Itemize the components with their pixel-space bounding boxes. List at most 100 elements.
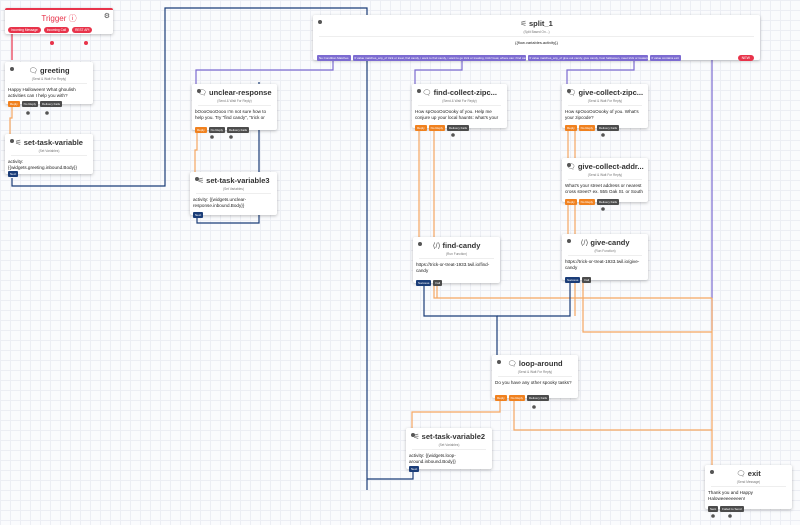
- reply-port[interactable]: Reply: [495, 395, 507, 401]
- split-1-widget[interactable]: ⚟split_1 (Split Based On...) {{flow.vari…: [313, 15, 760, 61]
- delivery-fails-port[interactable]: Delivery Fails: [597, 125, 620, 131]
- loop-around-widget[interactable]: 🗨loop-around (Send & Wait For Reply) Do …: [492, 355, 578, 401]
- no-reply-port[interactable]: No Reply: [578, 199, 596, 205]
- widget-body: activity: {{widgets.loop-around.inbound.…: [409, 453, 456, 464]
- widget-type: (Send & Wait For Reply): [11, 77, 87, 84]
- widget-type: (Run Function): [568, 249, 642, 256]
- trigger-widget[interactable]: Trigger ⓘ ⚙ Incoming Message Incoming Ca…: [5, 8, 113, 34]
- find-collect-zip-widget[interactable]: 🗨find-collect-zipc... (Send & Wait For R…: [412, 84, 507, 131]
- widget-type: (Set Variables): [196, 187, 271, 194]
- variable-icon: ⚟: [197, 176, 205, 185]
- wire-split-find: [414, 60, 463, 84]
- widget-title: loop-around: [518, 359, 563, 368]
- wire-greeting-reply: [9, 105, 13, 134]
- wire-set-task3-next: [196, 82, 260, 224]
- widget-body: bOooOooOooo I'm not sure how to help you…: [195, 109, 267, 120]
- no-reply-port[interactable]: No Reply: [208, 127, 226, 133]
- delivery-fails-port[interactable]: Delivery Fails: [597, 199, 620, 205]
- next-port[interactable]: Next: [193, 212, 204, 218]
- fail-port[interactable]: Fail: [582, 277, 592, 283]
- widget-type: (Split Based On...): [319, 30, 754, 37]
- delivery-fails-port[interactable]: Delivery Fails: [40, 101, 63, 107]
- trigger-incoming-call[interactable]: Incoming Call: [43, 27, 70, 33]
- widget-body: Do you have any other spooky tasks?: [495, 380, 572, 385]
- failed-to-send-port[interactable]: Failed to Send: [720, 506, 744, 512]
- widget-body: Thank you and Happy Haloweeeeeeeen!: [708, 490, 753, 501]
- widget-type: (Send Message): [711, 480, 786, 487]
- wire-give-candy-success: [497, 280, 571, 317]
- widget-title: exit: [747, 469, 761, 478]
- no-reply-port[interactable]: No Reply: [21, 101, 39, 107]
- new-transition-button[interactable]: NEW: [737, 55, 754, 61]
- no-reply-port[interactable]: No Reply: [578, 125, 596, 131]
- wire-split-give: [566, 60, 635, 84]
- port-dots: [26, 41, 732, 518]
- widget-body: activity: {{widgets.greeting.inbound.Bod…: [8, 159, 77, 170]
- function-icon: ⟨/⟩: [432, 241, 441, 250]
- widget-title: give-candy: [590, 238, 630, 247]
- message-icon: 🗨: [566, 162, 576, 171]
- widget-body: What's your street address or nearest cr…: [565, 183, 643, 194]
- delivery-fails-port[interactable]: Delivery Fails: [527, 395, 550, 401]
- trigger-rest-api[interactable]: REST API: [72, 27, 93, 33]
- give-candy-widget[interactable]: ⟨/⟩give-candy (Run Function) https://tri…: [562, 234, 648, 283]
- give-collect-addr-widget[interactable]: 🗨give-collect-addr... (Send & Wait For R…: [562, 158, 648, 205]
- set-task-variable3-widget[interactable]: ⚟set-task-variable3 (Set Variables) acti…: [190, 172, 277, 218]
- message-icon: 🗨: [736, 469, 746, 478]
- widget-body: Happy Halloween! What ghoulish activitie…: [8, 87, 76, 98]
- reply-port[interactable]: Reply: [565, 125, 577, 131]
- delivery-fails-port[interactable]: Delivery Fails: [227, 127, 250, 133]
- set-task-variable2-widget[interactable]: ⚟set-task-variable2 (Set Variables) acti…: [406, 428, 492, 472]
- sent-port[interactable]: Sent: [708, 506, 719, 512]
- give-collect-zip-widget[interactable]: 🗨give-collect-zipc... (Send & Wait For R…: [562, 84, 648, 131]
- message-icon: 🗨: [507, 359, 517, 368]
- widget-body: https://trick-or-treat-1933.twil.io/find…: [416, 262, 490, 273]
- reply-port[interactable]: Reply: [565, 199, 577, 205]
- reply-port[interactable]: Reply: [195, 127, 207, 133]
- widget-title: set-task-variable3: [206, 176, 270, 185]
- widget-type: (Send & Wait For Reply): [418, 99, 501, 106]
- transition-no-match[interactable]: No Condition Matches: [317, 55, 351, 61]
- trigger-title: Trigger: [41, 14, 67, 23]
- transition-exit[interactable]: If value contains exit: [649, 55, 681, 61]
- next-port[interactable]: Next: [409, 466, 420, 472]
- widget-body: activity: {{widgets.unclear-response.inb…: [193, 197, 247, 208]
- message-icon: 🗨: [422, 88, 432, 97]
- success-port[interactable]: Success: [565, 277, 581, 283]
- no-reply-port[interactable]: No Reply: [428, 125, 446, 131]
- variable-icon: ⚟: [412, 432, 420, 441]
- success-port[interactable]: Success: [416, 280, 432, 286]
- widget-title: find-collect-zipc...: [433, 88, 497, 97]
- transition-find-candy[interactable]: If value matches_any_of trick or treat, …: [352, 55, 526, 61]
- widget-body: How spOooOoOooky of you. What's your zip…: [565, 109, 639, 120]
- widget-body: https://trick-or-treat-1933.twil.io/give…: [565, 259, 640, 270]
- wire-give-candy-fail: [582, 280, 712, 333]
- wire-set-task-next: [11, 7, 368, 490]
- split-icon: ⚟: [520, 19, 527, 28]
- wire-split-nomatch: [195, 60, 334, 84]
- widget-type: (Send & Wait For Reply): [198, 99, 271, 106]
- wire-find-zip-noreply: [433, 128, 712, 299]
- function-icon: ⟨/⟩: [580, 238, 589, 247]
- widget-title: set-task-variable: [23, 138, 83, 147]
- find-candy-widget[interactable]: ⟨/⟩find-candy (Run Function) https://tri…: [413, 237, 500, 286]
- widget-type: (Send & Wait For Reply): [498, 370, 572, 377]
- reply-port[interactable]: Reply: [415, 125, 427, 131]
- greeting-widget[interactable]: 🗨greeting (Send & Wait For Reply) Happy …: [5, 62, 93, 107]
- fail-port[interactable]: Fail: [433, 280, 443, 286]
- no-reply-port[interactable]: No Reply: [508, 395, 526, 401]
- message-icon: 🗨: [197, 88, 207, 97]
- delivery-fails-port[interactable]: Delivery Fails: [447, 125, 470, 131]
- next-port[interactable]: Next: [8, 171, 19, 177]
- unclear-response-widget[interactable]: 🗨unclear-response (Send & Wait For Reply…: [192, 84, 277, 133]
- reply-port[interactable]: Reply: [8, 101, 20, 107]
- exit-widget[interactable]: 🗨exit (Send Message) Thank you and Happy…: [705, 465, 792, 512]
- set-task-variable-widget[interactable]: ⚟set-task-variable (Set Variables) activ…: [5, 134, 93, 177]
- trigger-incoming-message[interactable]: Incoming Message: [8, 27, 41, 33]
- widget-title: unclear-response: [209, 88, 272, 97]
- gear-icon[interactable]: ⚙: [103, 13, 110, 20]
- widget-title: give-collect-zipc...: [578, 88, 644, 97]
- transition-give-candy[interactable]: If value matches_any_of give out candy, …: [527, 55, 648, 61]
- widget-title: find-candy: [442, 241, 481, 250]
